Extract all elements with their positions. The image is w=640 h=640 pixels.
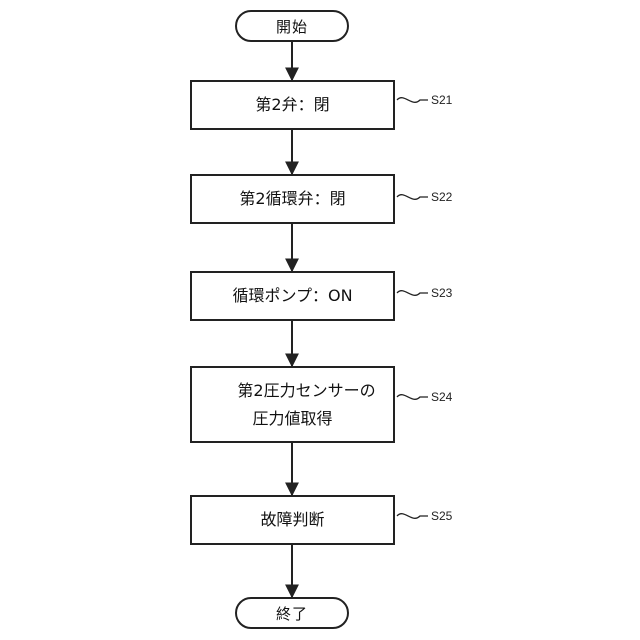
leader-s23 [397,291,428,296]
start-label: 開始 [276,16,308,37]
step-s24: 第2圧力センサーの 圧力値取得 [190,366,395,443]
start-terminal: 開始 [235,10,349,42]
step-s25: 故障判断 [190,495,395,545]
step-s24-id: S24 [431,390,452,404]
leader-s24 [397,395,428,400]
step-s23: 循環ポンプ：ON [190,271,395,321]
step-s24-text-line2: 圧力値取得 [252,405,332,433]
end-terminal: 終了 [235,597,349,629]
step-s25-text: 故障判断 [260,506,324,534]
step-s21: 第2弁：閉 [190,80,395,130]
step-s23-text: 循環ポンプ：ON [232,282,352,310]
step-s22-id: S22 [431,190,452,204]
leader-s25 [397,514,428,519]
step-s23-id: S23 [431,286,452,300]
step-s24-text-line1: 第2圧力センサーの [237,377,375,405]
step-s25-id: S25 [431,509,452,523]
end-label: 終了 [276,603,308,624]
step-s22-text: 第2循環弁：閉 [239,185,345,213]
step-s21-text: 第2弁：閉 [255,91,329,119]
leader-s21 [397,98,428,103]
step-s21-id: S21 [431,93,452,107]
leader-s22 [397,195,428,200]
step-s22: 第2循環弁：閉 [190,174,395,224]
